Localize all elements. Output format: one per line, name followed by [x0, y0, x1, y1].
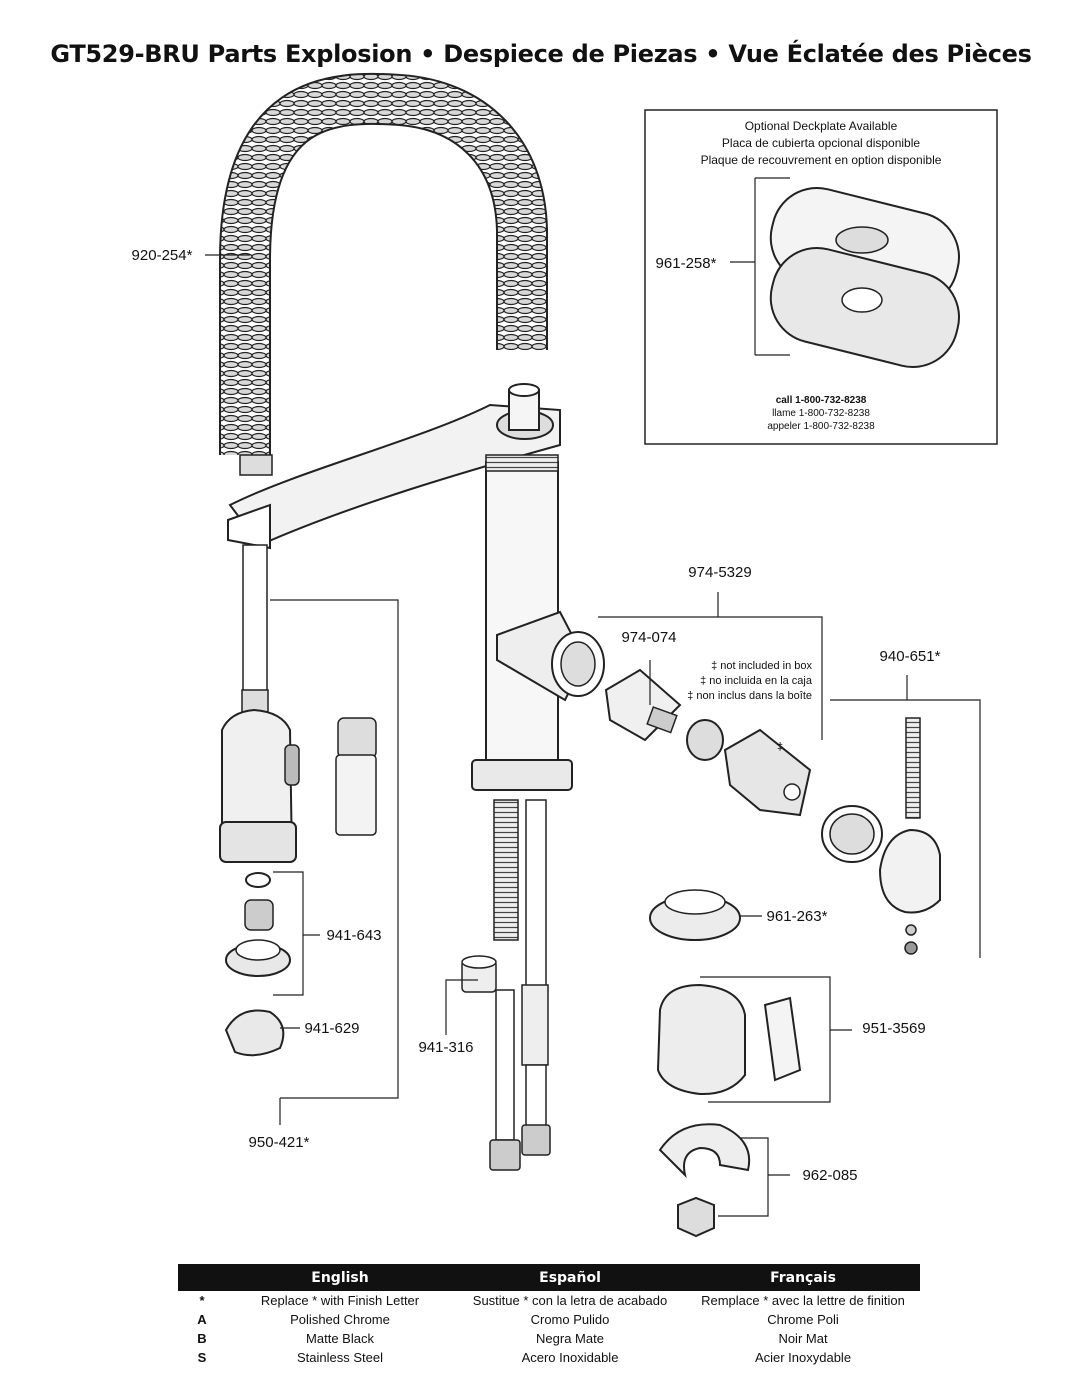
supply-lines: [489, 799, 551, 1171]
label-974-5329: 974-5329: [688, 564, 751, 581]
label-961-263: 961-263*: [767, 908, 828, 925]
legend-row: S Stainless Steel Acero Inoxidable Acier…: [178, 1348, 920, 1367]
legend-row: * Replace * with Finish Letter Sustitue …: [178, 1291, 920, 1310]
legend-english: Matte Black: [306, 1331, 374, 1346]
label-950-421: 950-421*: [249, 1134, 310, 1151]
legend-header-espanol: Español: [539, 1269, 601, 1286]
legend-espanol: Cromo Pulido: [530, 1312, 610, 1327]
legend-code: S: [197, 1350, 207, 1365]
legend-francais: Remplace * avec la lettre de finition: [701, 1293, 905, 1308]
cartridge-assembly: [604, 668, 812, 817]
inset-call1: call 1-800-732-8238: [776, 395, 867, 406]
note-line2: ‡ no incluida en la caja: [700, 675, 813, 687]
hose-weight: [461, 955, 497, 993]
note-line3: ‡ non inclus dans la boîte: [687, 690, 812, 702]
leader-lines: [205, 254, 981, 1217]
hose-clip: [224, 1009, 285, 1057]
legend-code: A: [197, 1312, 207, 1327]
legend-espanol: Negra Mate: [536, 1331, 604, 1346]
mounting-parts: [656, 983, 802, 1096]
inset-call3: appeler 1-800-732-8238: [767, 421, 875, 432]
legend-english: Polished Chrome: [290, 1312, 390, 1327]
label-941-316: 941-316: [418, 1039, 473, 1056]
label-974-074: 974-074: [621, 629, 676, 646]
spout-arm: [227, 383, 561, 550]
note-line1: ‡ not included in box: [711, 660, 812, 672]
label-920-254: 920-254*: [132, 247, 193, 264]
spray-head: [219, 689, 300, 863]
finish-legend: English Español Français * Replace * wit…: [178, 1264, 920, 1367]
faucet-body: [471, 454, 605, 791]
inset-line2: Placa de cubierta opcional disponible: [722, 136, 920, 150]
escutcheon: [649, 889, 741, 941]
note-symbol: ‡: [777, 741, 783, 753]
parts-diagram: Optional Deckplate Available Placa de cu…: [132, 72, 998, 1238]
legend-espanol: Acero Inoxidable: [521, 1350, 619, 1365]
coil-spring: [219, 72, 548, 455]
label-941-629: 941-629: [304, 1020, 359, 1037]
legend-code: B: [197, 1331, 207, 1346]
page-title: GT529-BRU Parts Explosion • Despiece de …: [50, 40, 1032, 68]
legend-francais: Chrome Poli: [767, 1312, 839, 1327]
legend-francais: Noir Mat: [778, 1331, 828, 1346]
legend-code: *: [199, 1293, 205, 1308]
legend-header: English Español Français: [178, 1264, 920, 1291]
label-941-643: 941-643: [326, 927, 381, 944]
legend-espanol: Sustitue * con la letra de acabado: [472, 1293, 668, 1308]
label-940-651: 940-651*: [880, 648, 941, 665]
legend-header-english: English: [311, 1269, 369, 1286]
label-962-085: 962-085: [802, 1167, 857, 1184]
inset-line3: Plaque de recouvrement en option disponi…: [701, 153, 942, 167]
deckplate-inset: Optional Deckplate Available Placa de cu…: [644, 109, 998, 445]
filter-cartridge: [335, 717, 377, 836]
legend-header-francais: Français: [770, 1269, 836, 1286]
legend-row: B Matte Black Negra Mate Noir Mat: [178, 1329, 920, 1348]
handle: [821, 717, 941, 955]
hose: [239, 454, 273, 696]
horseshoe-washer: [658, 1123, 751, 1238]
inset-line1: Optional Deckplate Available: [745, 119, 898, 133]
legend-english: Replace * with Finish Letter: [260, 1293, 420, 1308]
label-951-3569: 951-3569: [862, 1020, 925, 1037]
legend-english: Stainless Steel: [297, 1350, 383, 1365]
aerator-parts: [225, 872, 291, 977]
legend-francais: Acier Inoxydable: [754, 1350, 852, 1365]
inset-call2: llame 1-800-732-8238: [772, 408, 870, 419]
legend-row: A Polished Chrome Cromo Pulido Chrome Po…: [178, 1310, 920, 1329]
label-961-258: 961-258*: [656, 255, 717, 272]
